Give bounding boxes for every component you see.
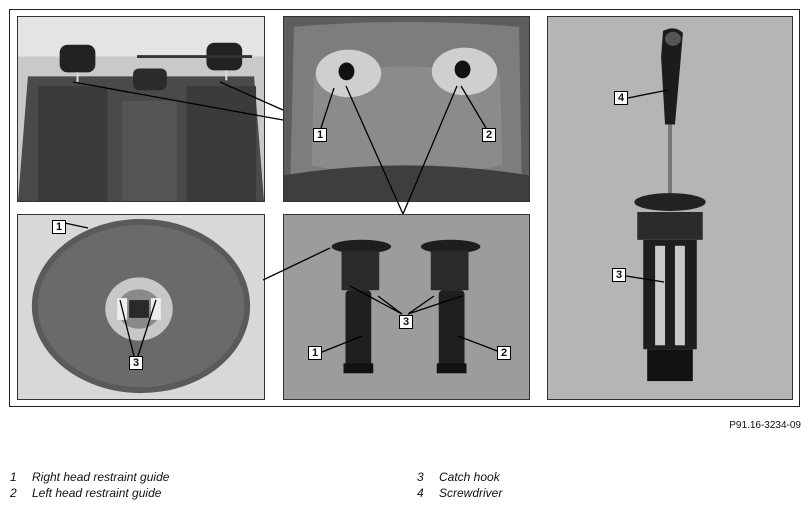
callout-left-guide-seat: 2 bbox=[482, 128, 496, 142]
legend-left: 1 Right head restraint guide 2 Left head r… bbox=[10, 469, 169, 501]
legend-item: 3 Catch hook bbox=[417, 469, 502, 485]
figure-reference: P91.16-3234-09 bbox=[729, 420, 801, 431]
callout-catch-hook-closeup: 3 bbox=[129, 356, 143, 370]
callout-screwdriver: 4 bbox=[614, 91, 628, 105]
legend-number: 2 bbox=[10, 486, 17, 500]
legend-text: Left head restraint guide bbox=[32, 486, 162, 500]
legend-text: Screwdriver bbox=[439, 486, 503, 500]
legend-item: 2 Left head restraint guide bbox=[10, 485, 169, 501]
legend-number: 4 bbox=[417, 486, 424, 500]
legend-number: 1 bbox=[10, 470, 17, 484]
callout-right-guide-seat: 1 bbox=[313, 128, 327, 142]
legend-text: Catch hook bbox=[439, 470, 500, 484]
legend-item: 4 Screwdriver bbox=[417, 485, 502, 501]
callout-right-guide-closeup: 1 bbox=[52, 220, 66, 234]
legend-item: 1 Right head restraint guide bbox=[10, 469, 169, 485]
headrest-guides-photo bbox=[283, 16, 530, 202]
legend-number: 3 bbox=[417, 470, 424, 484]
legend-right: 3 Catch hook 4 Screwdriver bbox=[417, 469, 502, 501]
callout-catch-hook-guides: 3 bbox=[399, 315, 413, 329]
callout-left-guide-removed: 2 bbox=[497, 346, 511, 360]
legend-text: Right head restraint guide bbox=[32, 470, 170, 484]
guide-closeup-photo bbox=[17, 214, 265, 400]
rear-seat-photo bbox=[17, 16, 265, 202]
callout-catch-hook-screwdriver: 3 bbox=[612, 268, 626, 282]
callout-right-guide-removed: 1 bbox=[308, 346, 322, 360]
removed-guides-photo bbox=[283, 214, 530, 400]
screwdriver-release-photo bbox=[547, 16, 793, 400]
